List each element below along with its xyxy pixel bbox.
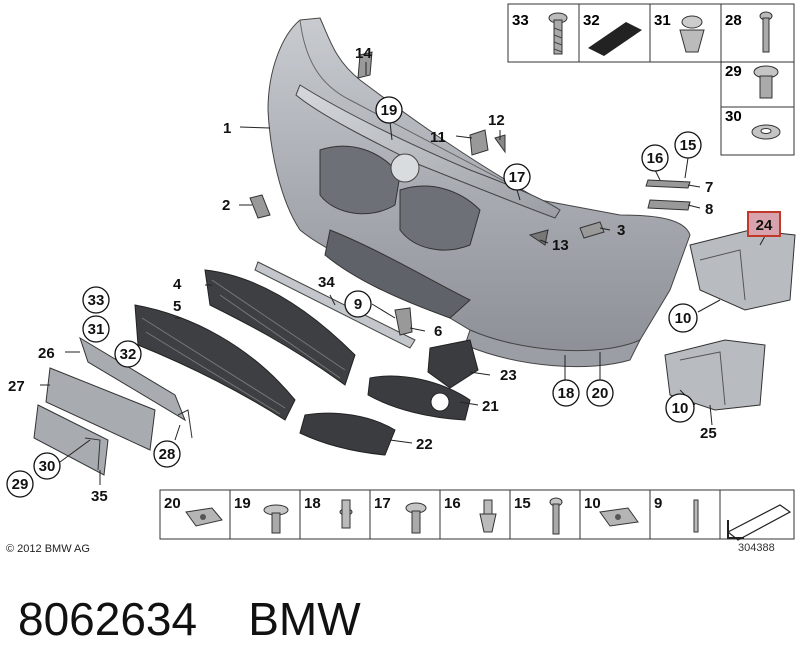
callout-21: 21 [482, 398, 499, 415]
part-caption: 8062634 BMW [18, 592, 361, 646]
brand-name: BMW [248, 593, 361, 645]
license-plate-base [79, 336, 187, 422]
cell-label: 16 [444, 495, 461, 512]
callout-28: 28 [159, 446, 176, 463]
rivet-icon [693, 499, 699, 533]
cell-label: 29 [725, 63, 742, 80]
callout-29: 29 [12, 476, 29, 493]
top-fastener-table: 33 32 31 28 29 30 [507, 3, 795, 156]
cell-label: 15 [514, 495, 531, 512]
callout-4: 4 [173, 276, 182, 293]
callout-10-lower: 10 [672, 400, 689, 417]
callout-17: 17 [509, 169, 526, 186]
callout-18: 18 [558, 385, 575, 402]
fog-light-grille-right [367, 375, 471, 421]
mesh-grille-lower [134, 304, 296, 421]
washer-icon [751, 124, 781, 140]
callout-33: 33 [88, 292, 105, 309]
reference-number: 304388 [738, 542, 775, 554]
cell-label: 33 [512, 12, 529, 29]
callout-14: 14 [355, 45, 372, 62]
screw-icon [263, 504, 289, 534]
callout-16: 16 [647, 150, 664, 167]
clip-icon [479, 499, 497, 533]
callout-31: 31 [88, 321, 105, 338]
callout-11: 11 [430, 129, 446, 146]
license-plate-holder [45, 367, 156, 451]
callout-1: 1 [223, 120, 231, 137]
foam-pad-icon [588, 22, 642, 56]
callout-13: 13 [552, 237, 569, 254]
callout-9: 9 [354, 296, 362, 313]
callout-20: 20 [592, 385, 609, 402]
cell-label: 20 [164, 495, 181, 512]
screw-icon [549, 497, 563, 535]
callout-8: 8 [705, 201, 713, 218]
license-plate-trim [33, 404, 109, 476]
callout-25: 25 [700, 425, 717, 442]
callout-34: 34 [318, 274, 335, 291]
part-number: 8062634 [18, 593, 198, 645]
nut-clip-icon [185, 507, 223, 527]
expansion-clip-icon [679, 15, 705, 53]
callout-24: 24 [756, 217, 773, 234]
cell-label: 18 [304, 495, 321, 512]
cell-label: 10 [584, 495, 601, 512]
cell-label: 32 [583, 12, 600, 29]
callout-12: 12 [488, 112, 505, 129]
arrow-icon [726, 504, 792, 541]
callout-24-highlight: 24 [747, 211, 781, 237]
cell-label: 31 [654, 12, 671, 29]
callout-19: 19 [381, 102, 398, 119]
callout-30: 30 [39, 458, 56, 475]
mesh-grille-upper [204, 269, 356, 386]
bumper-cover [267, 17, 691, 368]
callout-10-upper: 10 [675, 310, 692, 327]
callout-2: 2 [222, 197, 230, 214]
callout-22: 22 [416, 436, 433, 453]
copyright-notice: © 2012 BMW AG [6, 543, 90, 555]
cell-label: 17 [374, 495, 391, 512]
leader-lines [40, 62, 766, 485]
callout-15: 15 [680, 137, 697, 154]
bolt-icon [753, 65, 779, 99]
callout-labels: 1 2 3 4 5 6 7 8 11 12 13 14 21 22 23 25 … [8, 45, 717, 505]
callout-26: 26 [38, 345, 55, 362]
grille-trim [295, 84, 561, 219]
cell-label: 9 [654, 495, 662, 512]
callout-32: 32 [120, 346, 137, 363]
callout-6: 6 [434, 323, 442, 340]
cell-label: 28 [725, 12, 742, 29]
callout-5: 5 [173, 298, 181, 315]
callout-35: 35 [91, 488, 108, 505]
bottom-fastener-table: 20 19 18 17 16 15 10 9 [159, 489, 795, 541]
fog-light-grille-left [299, 412, 396, 456]
rivet-icon [339, 499, 353, 529]
cell-label: 30 [725, 108, 742, 125]
callout-23: 23 [500, 367, 517, 384]
callout-3: 3 [617, 222, 625, 239]
circled-callouts: 19 17 16 15 9 10 10 18 20 33 31 32 28 30… [6, 96, 702, 498]
screw-icon [548, 12, 568, 55]
cell-label: 19 [234, 495, 251, 512]
bracket-lower [664, 339, 766, 411]
callout-27: 27 [8, 378, 25, 395]
bracket-upper [689, 229, 796, 311]
screw-icon [405, 502, 427, 534]
intake-cover [427, 339, 479, 389]
callout-7: 7 [705, 179, 713, 196]
nut-clip-icon [599, 507, 639, 527]
screw-icon [759, 11, 773, 53]
